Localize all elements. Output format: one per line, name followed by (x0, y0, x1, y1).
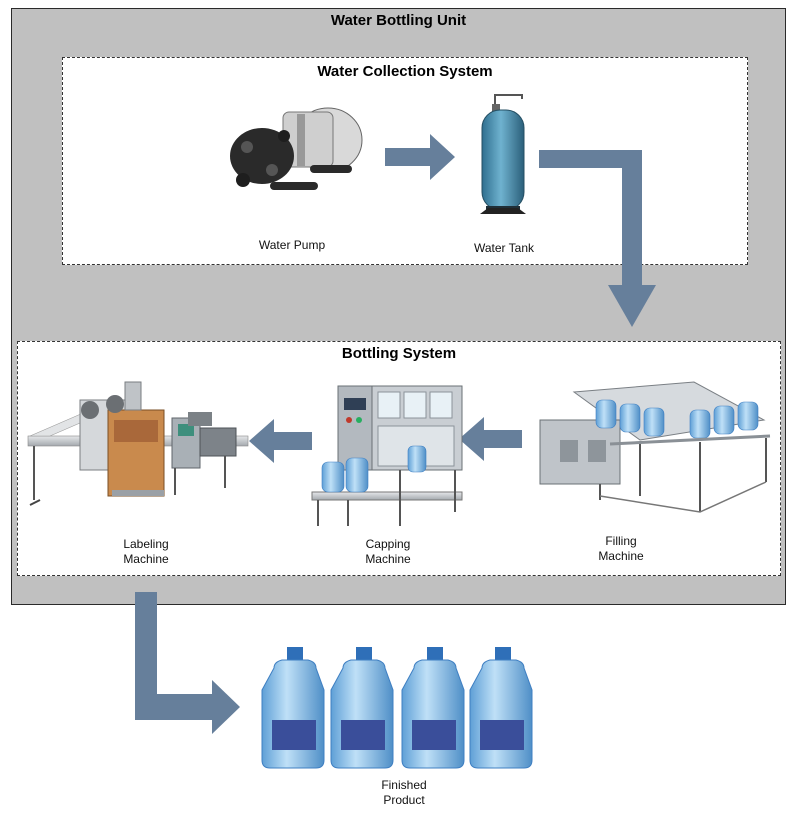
bottle-icon (469, 647, 533, 769)
capping-machine-label-line1: Capping (365, 537, 411, 551)
finished-product-bottles (261, 647, 533, 769)
filling-machine-label-line1: Filling (605, 534, 637, 548)
capping-machine-icon (311, 385, 463, 526)
water-tank-icon (480, 94, 526, 214)
arrow-labeling-to-finished (135, 592, 240, 734)
bottling-system-title: Bottling System (341, 345, 457, 362)
labeling-machine-icon (27, 381, 249, 506)
finished-product-label-line1: Finished (381, 778, 427, 792)
bottle-icon (401, 647, 465, 769)
unit-title: Water Bottling Unit (330, 12, 467, 29)
water-tank-label: Water Tank (473, 241, 535, 255)
capping-machine-label: Capping Machine (328, 537, 448, 567)
bottle-icon (261, 647, 325, 769)
labeling-machine-label-line2: Machine (123, 552, 169, 566)
flow-arrows (135, 134, 656, 734)
finished-product-label: Finished Product (344, 778, 464, 808)
water-pump-icon (230, 107, 363, 190)
capping-machine-label-line2: Machine (365, 552, 411, 566)
labeling-machine-label-line1: Labeling (123, 537, 169, 551)
finished-product-label-line2: Product (383, 793, 425, 807)
collection-system-title: Water Collection System (317, 63, 493, 80)
arrow-filling-to-capping (459, 417, 522, 461)
filling-machine-label: Filling Machine (561, 534, 681, 564)
arrow-capping-to-labeling (249, 419, 312, 463)
filling-machine-label-line2: Machine (598, 549, 644, 563)
water-pump-label: Water Pump (258, 238, 326, 252)
filling-machine-icon (539, 381, 771, 513)
labeling-machine-label: Labeling Machine (86, 537, 206, 567)
arrow-tank-to-bottling (539, 150, 656, 327)
bottle-icon (330, 647, 394, 769)
arrow-pump-to-tank (385, 134, 455, 180)
